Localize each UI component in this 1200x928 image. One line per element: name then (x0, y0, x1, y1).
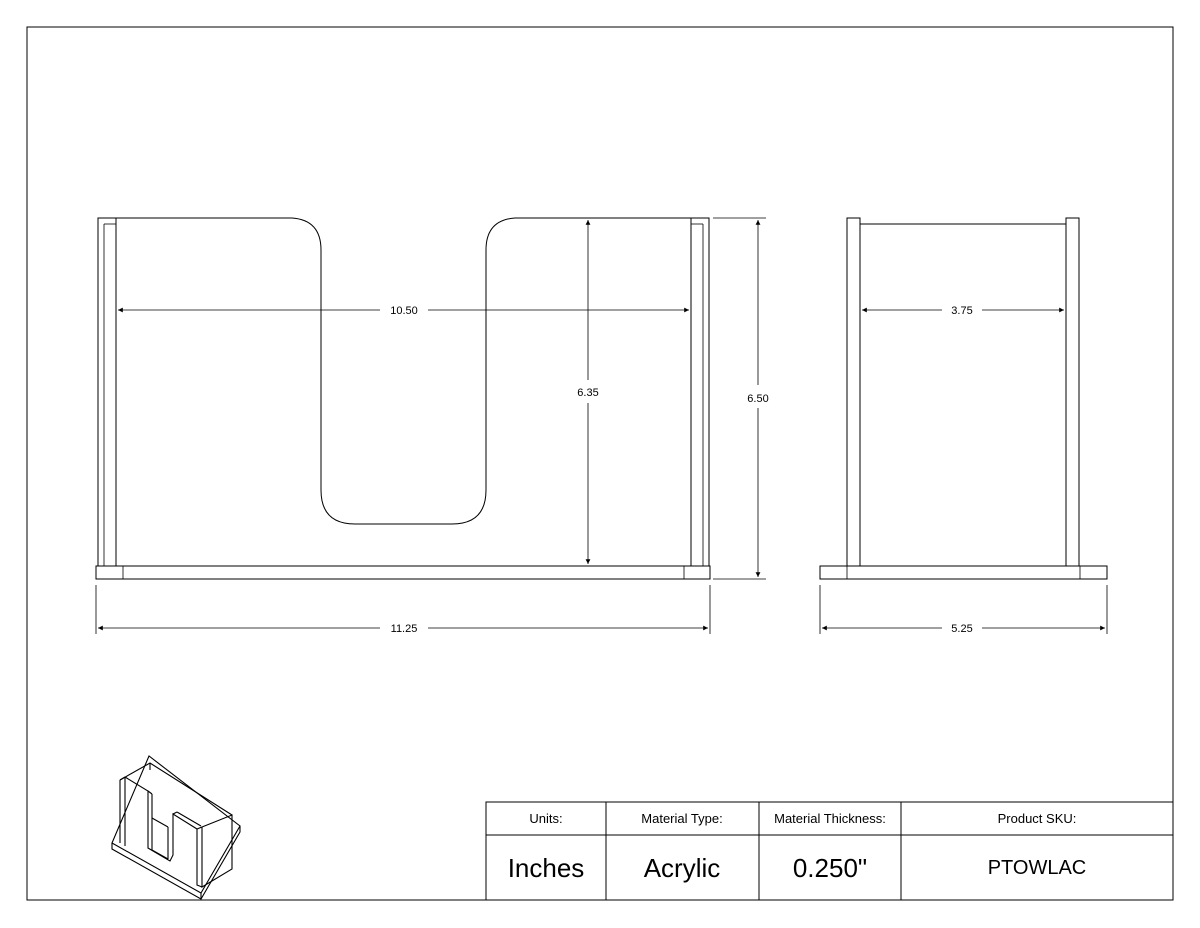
sheet-border (26, 26, 1174, 901)
dim-label: 6.50 (747, 393, 768, 405)
dim-side-total-width: 5.25 (819, 585, 1108, 635)
front-left-wall (97, 217, 117, 567)
dim-label: 11.25 (391, 623, 418, 635)
side-right-wall (1065, 217, 1080, 567)
front-panel-cutout (116, 217, 691, 525)
thickness-label: Material Thickness: (774, 811, 886, 826)
dim-front-inner-height: 6.35 (577, 220, 599, 564)
front-base-plate (95, 565, 711, 580)
dim-label: 10.50 (390, 305, 418, 317)
material-label: Material Type: (641, 811, 722, 826)
title-block: Units: Material Type: Material Thickness… (485, 801, 1174, 901)
material-value: Acrylic (644, 853, 721, 883)
dim-front-total-width: 11.25 (95, 585, 711, 635)
side-view (819, 217, 1108, 580)
dim-label: 3.75 (951, 305, 972, 317)
sku-label: Product SKU: (998, 811, 1077, 826)
dim-label: 6.35 (577, 387, 598, 399)
front-view (95, 217, 711, 580)
dim-label: 5.25 (951, 623, 972, 635)
units-value: Inches (508, 853, 585, 883)
side-base-plate (819, 565, 1108, 580)
front-right-wall (690, 217, 710, 567)
isometric-view (111, 755, 241, 900)
dim-side-inner-width: 3.75 (862, 305, 1064, 317)
dim-front-total-height: 6.50 (713, 217, 769, 580)
side-left-wall (846, 217, 861, 567)
thickness-value: 0.250" (793, 853, 867, 883)
dim-front-inner-width: 10.50 (118, 305, 689, 317)
sku-value: PTOWLAC (988, 857, 1087, 879)
units-label: Units: (529, 811, 562, 826)
